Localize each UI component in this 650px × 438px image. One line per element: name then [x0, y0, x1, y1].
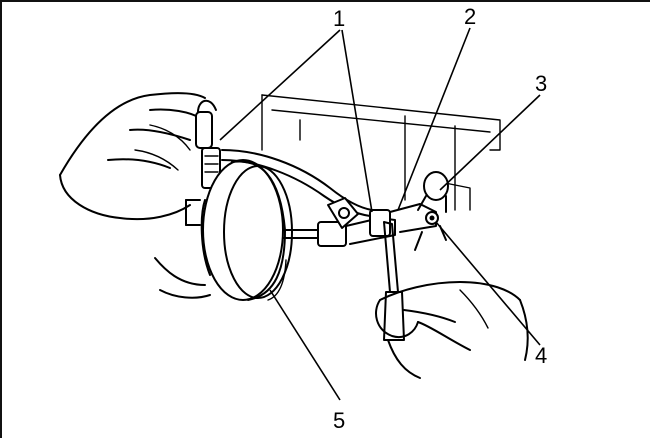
- leader-lines: [219, 27, 541, 401]
- callout-2: 2: [464, 4, 476, 29]
- actuator-rod: [283, 197, 396, 247]
- pick-tool: [383, 221, 405, 341]
- left-border: [0, 0, 2, 438]
- hose-connector: [195, 99, 221, 189]
- callout-4: 4: [535, 343, 547, 368]
- callout-3: 3: [535, 71, 547, 96]
- top-border: [0, 0, 650, 2]
- actuator-body: [185, 159, 293, 301]
- callout-5: 5: [333, 408, 345, 433]
- mounting-bracket: [261, 94, 501, 211]
- left-hand: [59, 92, 211, 299]
- callout-1: 1: [333, 6, 345, 31]
